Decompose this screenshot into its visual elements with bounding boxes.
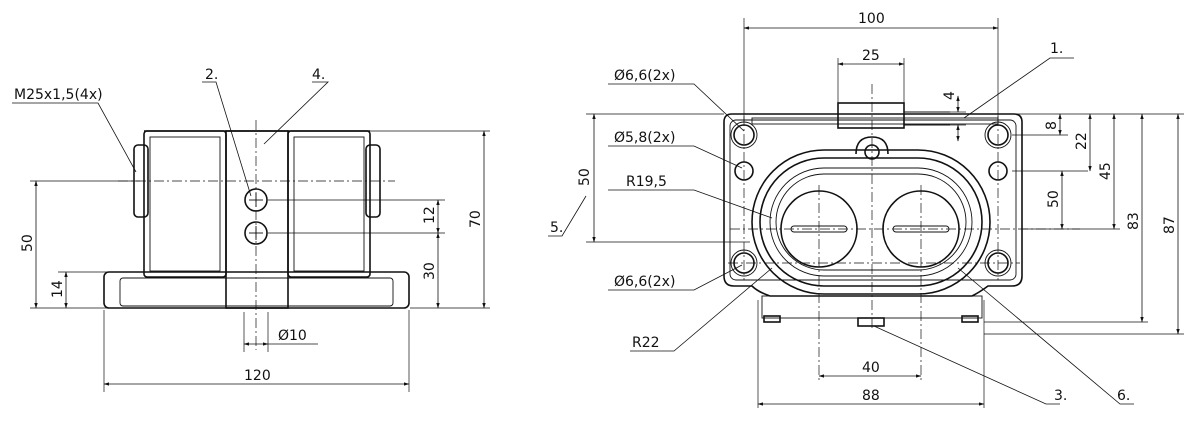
label-item-2: 2. <box>205 67 218 83</box>
top-strip <box>751 117 999 125</box>
label-item-3: 3. <box>1054 388 1067 404</box>
housing-right-block <box>287 130 371 278</box>
side-view <box>548 18 1184 408</box>
label-height-70: 70 <box>468 210 484 228</box>
label-item-4: 4. <box>312 67 325 83</box>
label-item-1: 1. <box>1050 41 1063 57</box>
label-height-50: 50 <box>20 234 36 252</box>
housing-oval-outer <box>751 149 991 295</box>
label-item-5: 5. <box>550 220 563 236</box>
center-column <box>225 130 289 309</box>
front-view <box>12 81 490 392</box>
label-dia-66-top: Ø6,6(2x) <box>614 68 675 84</box>
screw-lower <box>244 221 268 245</box>
label-dim-45: 45 <box>1098 162 1114 180</box>
label-dim-4: 4 <box>942 91 958 100</box>
label-height-14: 14 <box>50 280 66 298</box>
label-thread: M25x1,5(4x) <box>14 87 103 103</box>
label-height-12: 12 <box>422 206 438 224</box>
label-width-100: 100 <box>858 11 885 27</box>
label-item-6: 6. <box>1117 388 1130 404</box>
label-dia-66-bottom: Ø6,6(2x) <box>614 274 675 290</box>
label-height-50-side: 50 <box>577 168 593 186</box>
label-dim-83: 83 <box>1126 212 1142 230</box>
label-width-40: 40 <box>862 360 880 376</box>
label-dim-22: 22 <box>1074 132 1090 150</box>
label-width-88: 88 <box>862 388 880 404</box>
label-dim-87: 87 <box>1162 216 1178 234</box>
label-width-25: 25 <box>862 48 880 64</box>
label-height-30: 30 <box>422 262 438 280</box>
label-dim-8: 8 <box>1044 121 1060 130</box>
label-r195: R19,5 <box>626 174 667 190</box>
label-r22: R22 <box>632 335 660 351</box>
housing-left-block <box>143 130 227 278</box>
label-dim-50: 50 <box>1046 190 1062 208</box>
label-dia-10: Ø10 <box>278 328 307 344</box>
label-dia-58: Ø5,8(2x) <box>614 130 675 146</box>
label-width-120: 120 <box>244 368 271 384</box>
top-boss <box>837 102 905 129</box>
